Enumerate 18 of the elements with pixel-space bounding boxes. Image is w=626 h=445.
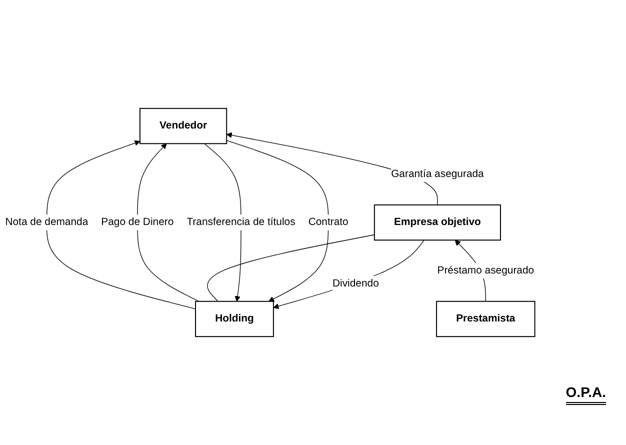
arrow: [226, 140, 329, 302]
edge-label: Dividendo: [332, 278, 379, 290]
arrow: [273, 240, 424, 309]
edge-label: Préstamo asegurado: [437, 264, 534, 276]
node-box: Prestamista: [436, 300, 536, 338]
edge-label: Transferencia de títulos: [186, 216, 296, 228]
edge-label: Contrato: [308, 216, 348, 228]
arrow: [46, 140, 196, 310]
connector: [207, 234, 375, 302]
node-box: Holding: [195, 300, 274, 338]
edge-label: Pago de Dinero: [101, 216, 174, 228]
arrow: [137, 143, 200, 302]
edge-label: Garantía asegurada: [391, 168, 484, 180]
node-box: Vendedor: [139, 108, 228, 144]
node-box: Empresa objetivo: [374, 204, 501, 241]
arrow: [204, 143, 242, 302]
edge-label: Nota de demanda: [5, 216, 88, 228]
diagram-label: O.P.A.: [566, 384, 606, 405]
